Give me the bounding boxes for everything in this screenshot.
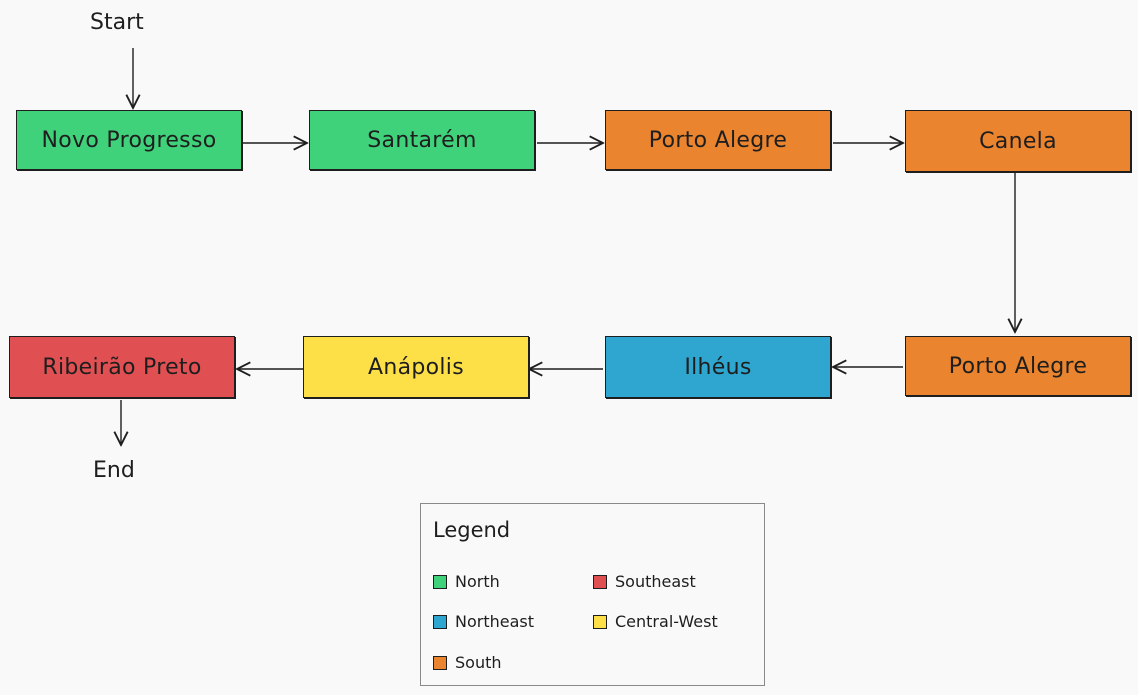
node-anapolis[interactable]: Anápolis [303,336,529,398]
legend-label-north: North [455,572,500,591]
node-porto-alegre-2[interactable]: Porto Alegre [905,336,1131,396]
legend-label-northeast: Northeast [455,612,535,631]
legend-title: Legend [433,518,511,542]
legend-swatch-southeast [593,574,607,589]
node-santarem[interactable]: Santarém [309,110,535,170]
legend-item-southeast: Southeast [593,572,696,591]
node-ribeirao-preto[interactable]: Ribeirão Preto [9,336,235,398]
legend-label-southeast: Southeast [615,572,696,591]
legend: Legend North Southeast Northeast Central… [420,503,765,686]
legend-swatch-northeast [433,614,447,629]
node-ilheus[interactable]: Ilhéus [605,336,831,398]
legend-label-south: South [455,653,502,672]
legend-label-central-west: Central-West [615,612,718,631]
end-label: End [93,458,135,483]
node-canela[interactable]: Canela [905,110,1131,172]
legend-item-central-west: Central-West [593,612,718,631]
legend-swatch-north [433,574,447,589]
node-novo-progresso[interactable]: Novo Progresso [16,110,242,170]
legend-swatch-south [433,655,447,670]
legend-item-northeast: Northeast [433,612,534,631]
start-label: Start [90,10,144,35]
node-porto-alegre-1[interactable]: Porto Alegre [605,110,831,170]
legend-swatch-central-west [593,614,607,629]
legend-item-south: South [433,653,502,672]
legend-item-north: North [433,572,500,591]
